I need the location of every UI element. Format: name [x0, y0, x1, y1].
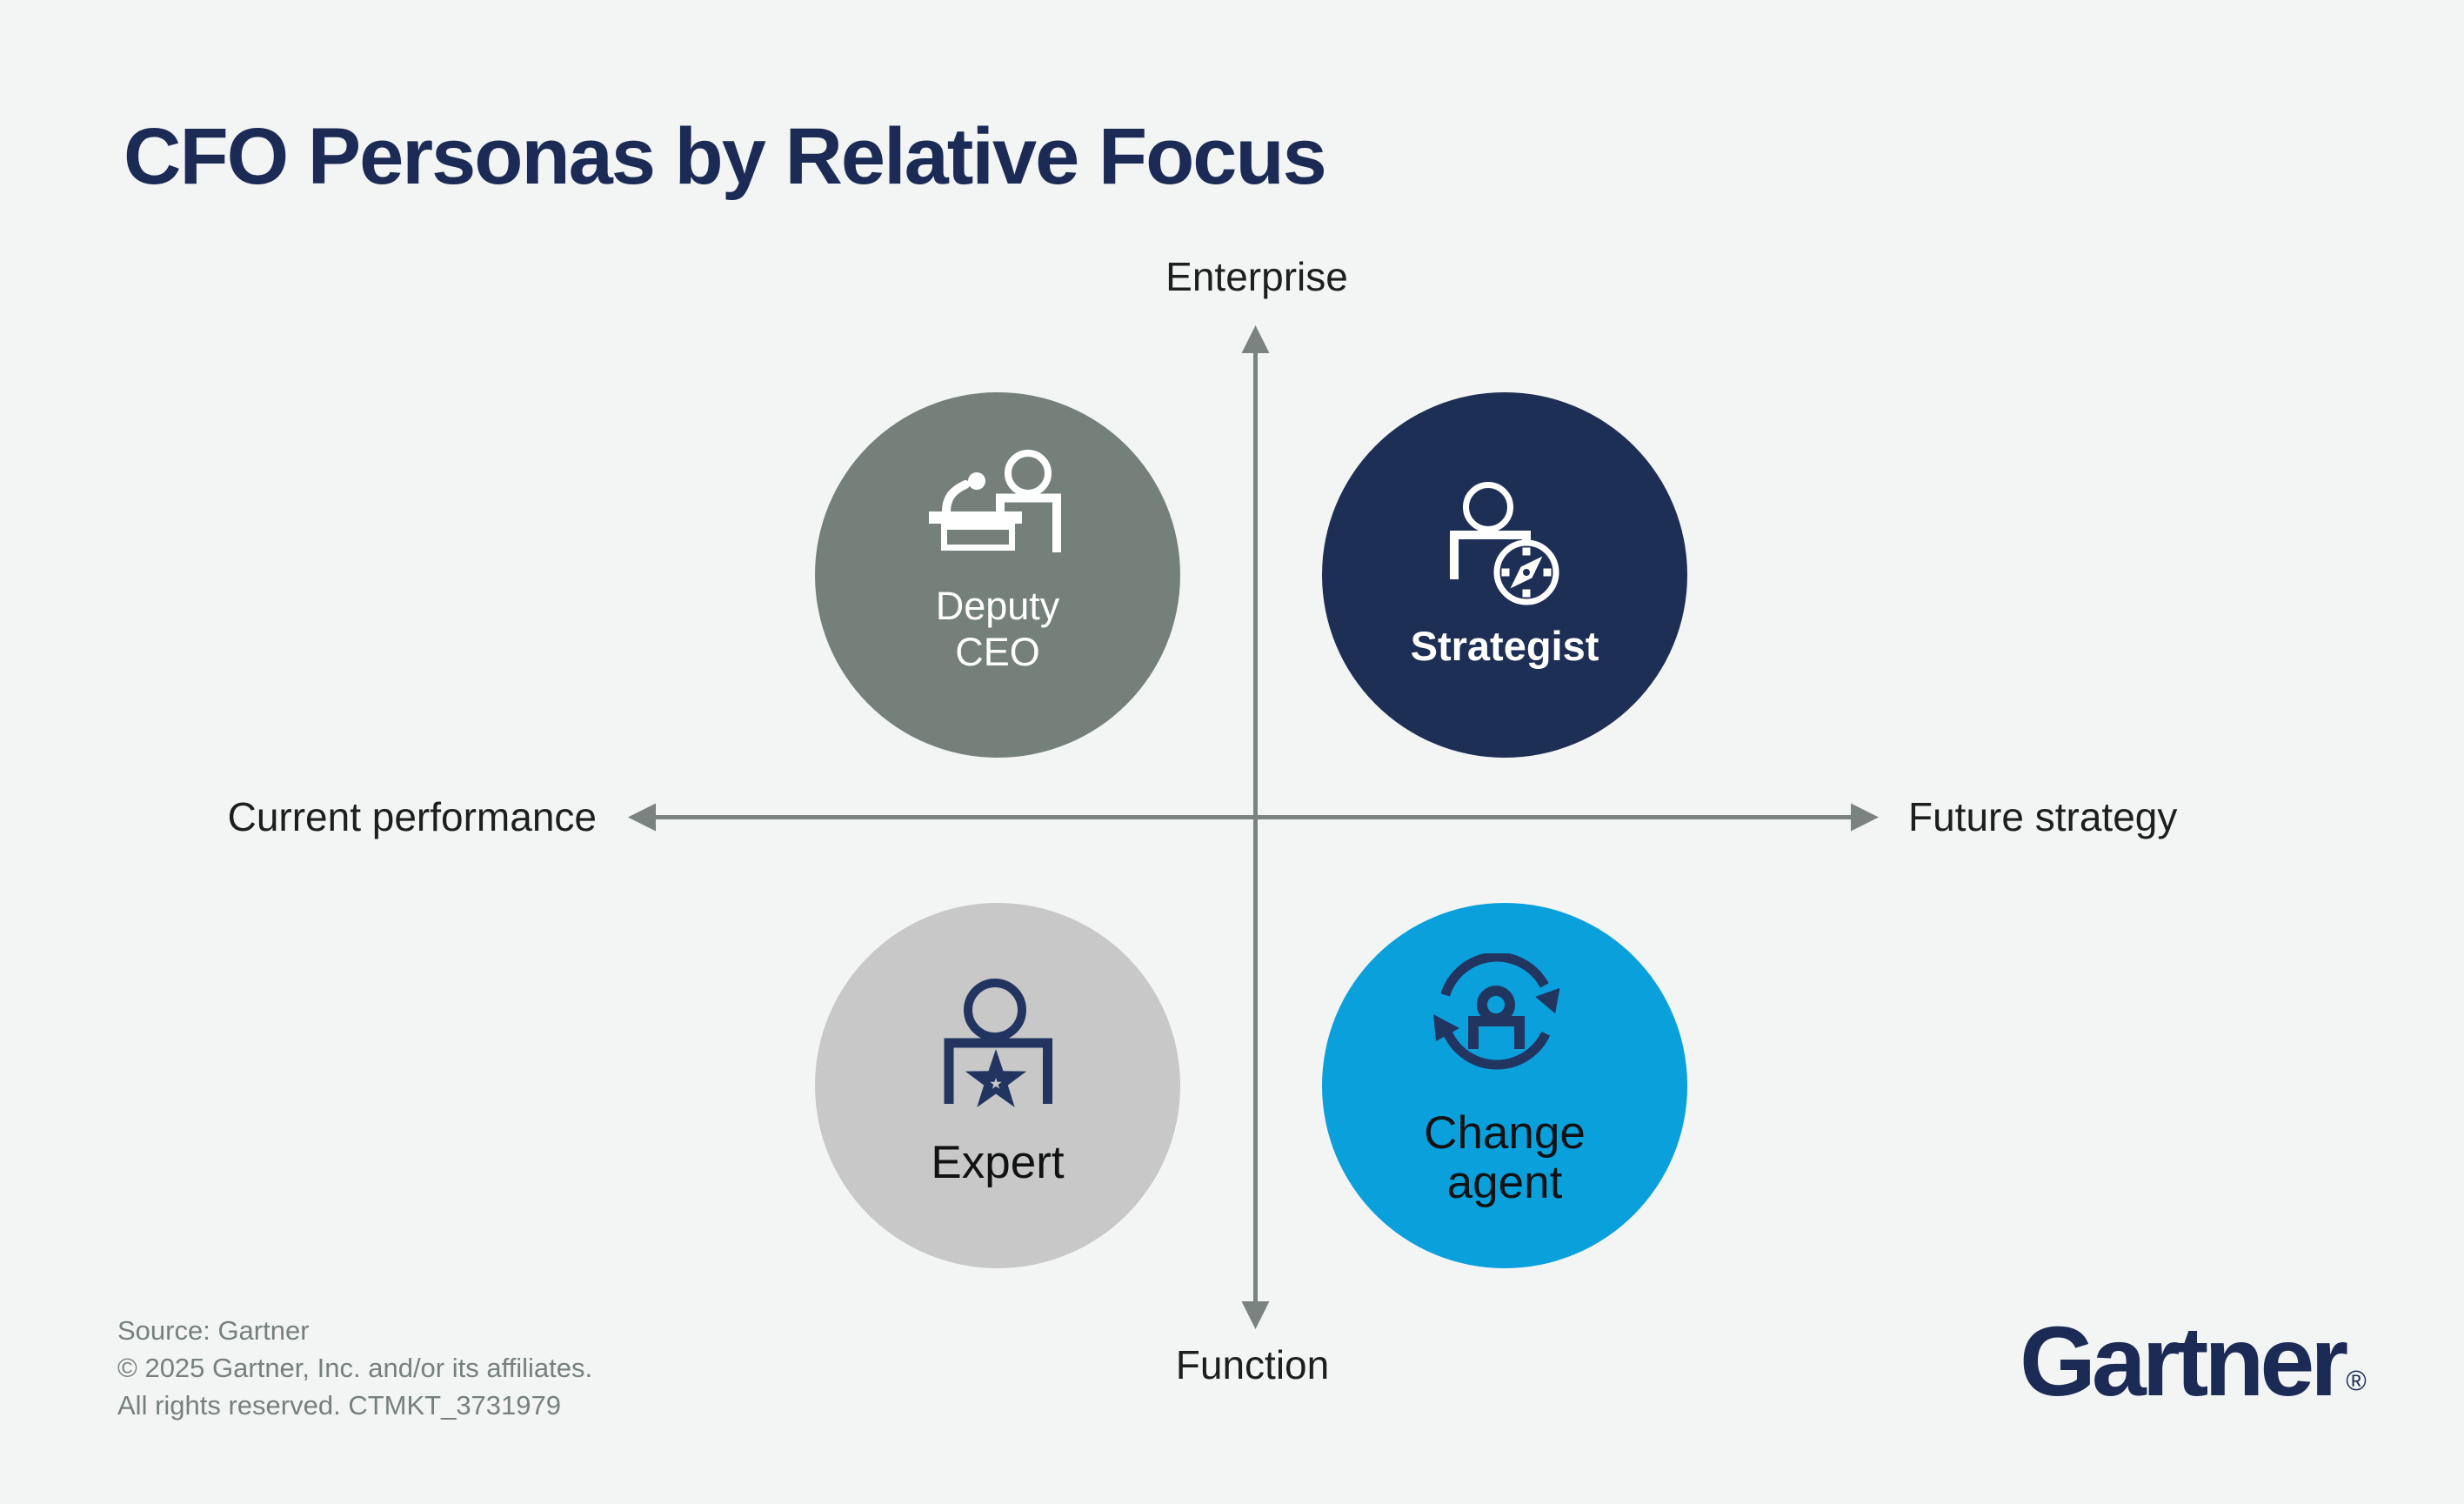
copyright-line: © 2025 Gartner, Inc. and/or its affiliat… [117, 1353, 593, 1383]
person-compass-icon [1450, 481, 1559, 607]
axis-label-function: Function [1175, 1342, 1330, 1387]
rights-line: All rights reserved. CTMKT_3731979 [117, 1390, 562, 1420]
arrow-left-icon [628, 803, 656, 832]
person-cycle-arrows-icon [1422, 953, 1568, 1072]
arrow-down-icon [1241, 1301, 1270, 1329]
axis-label-current-performance: Current performance [227, 794, 597, 839]
axis-label-future-strategy: Future strategy [1908, 794, 2178, 839]
podium-microphone-speaker-icon [928, 450, 1064, 554]
arrow-up-icon [1241, 325, 1270, 353]
quadrant-expert: Expert [815, 903, 1180, 1268]
quadrant-label-change-agent: Change agent [1424, 1107, 1586, 1208]
registered-trademark-icon: ® [2346, 1365, 2367, 1396]
quadrant-label-strategist: Strategist [1410, 623, 1599, 669]
person-star-icon [944, 979, 1053, 1111]
gartner-logo: Gartner® [2020, 1305, 2367, 1418]
quadrant-strategist: Strategist [1322, 392, 1687, 758]
arrow-right-icon [1851, 803, 1879, 832]
quadrant-label-expert: Expert [931, 1137, 1065, 1188]
axis-label-enterprise: Enterprise [1165, 254, 1348, 299]
source-attribution: Source: Gartner © 2025 Gartner, Inc. and… [117, 1312, 592, 1424]
quadrant-label-deputy-ceo: Deputy CEO [935, 584, 1060, 674]
quadrant-deputy-ceo: Deputy CEO [815, 392, 1180, 758]
quadrant-change-agent: Change agent [1322, 903, 1687, 1268]
gartner-logo-text: Gartner [2020, 1307, 2348, 1416]
source-line: Source: Gartner [117, 1315, 310, 1346]
page-title: CFO Personas by Relative Focus [124, 112, 1327, 201]
